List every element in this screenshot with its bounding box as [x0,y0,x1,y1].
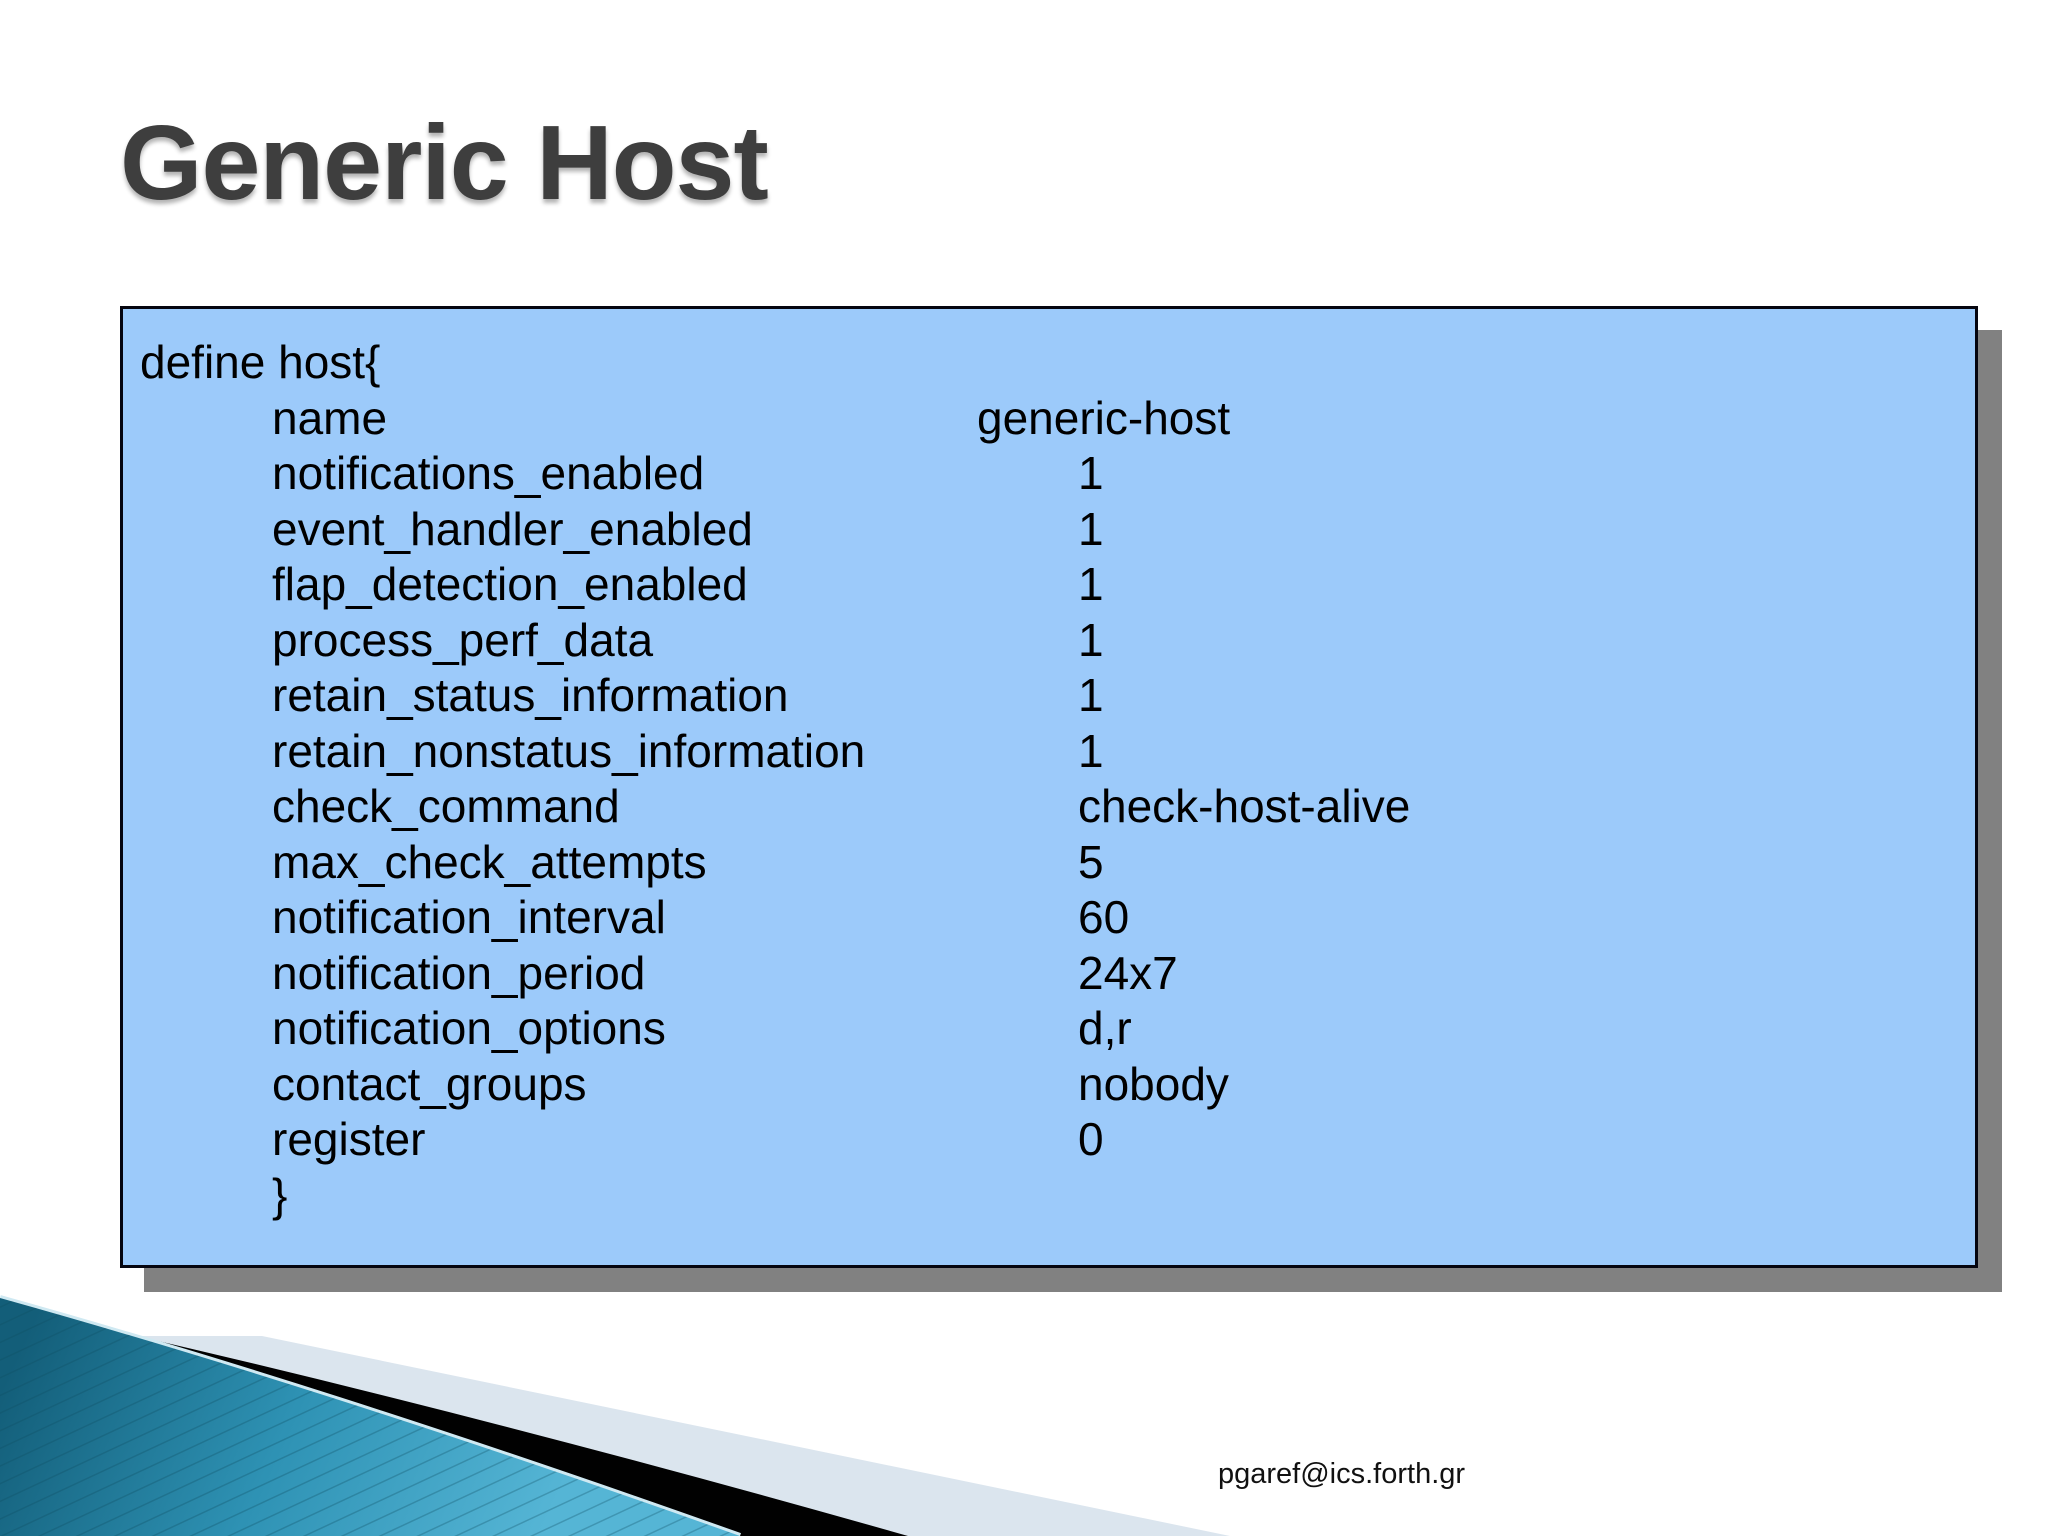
teal-wedge-pinstripes [0,1298,740,1536]
config-key: flap_detection_enabled [272,558,748,610]
config-key: name [272,391,388,444]
config-row: contact_groups nobody [140,1057,1975,1113]
config-key: event_handler_enabled [272,502,753,555]
config-row: check_command check-host-alive [140,779,1975,835]
config-row: notification_period 24x7 [140,946,1975,1002]
config-key: notification_interval [272,891,666,943]
config-value: check-host-alive [1078,780,1411,832]
config-value: 1 [1078,558,1104,610]
code-line-closing-brace: } [272,1168,288,1221]
config-value: 0 [1078,1113,1104,1165]
code-line-define-host: define host{ [140,336,381,388]
config-key: process_perf_data [272,613,654,666]
config-row: name generic-host [140,391,1975,447]
wedge-highlight-line [0,1295,742,1536]
config-row: retain_status_information 1 [140,668,1975,724]
config-value: d,r [1078,1002,1132,1054]
config-row: notification_options d,r [140,1001,1975,1057]
config-key: notifications_enabled [272,447,705,499]
config-key: retain_nonstatus_information [272,724,866,777]
config-row: flap_detection_enabled 1 [140,557,1975,613]
config-key: notification_period [272,946,646,999]
pale-triangle-shape [0,1336,1230,1536]
config-key: register [272,1113,426,1165]
config-key: max_check_attempts [272,835,707,888]
teal-wedge-shape [0,1298,740,1536]
config-row: process_perf_data 1 [140,613,1975,669]
config-value: 1 [1078,613,1104,666]
config-row: notification_interval 60 [140,890,1975,946]
page-title: Generic Host [120,104,769,222]
config-key: notification_options [272,1002,666,1054]
config-row: max_check_attempts 5 [140,835,1975,891]
config-row: notifications_enabled 1 [140,446,1975,502]
config-value: 1 [1078,502,1104,555]
config-value: 1 [1078,724,1104,777]
config-key: retain_status_information [272,669,789,721]
config-value: 24x7 [1078,946,1178,999]
config-key: check_command [272,780,620,832]
config-value: 1 [1078,447,1104,499]
config-value: nobody [1078,1057,1229,1110]
config-value: 60 [1078,891,1130,943]
config-row: retain_nonstatus_information 1 [140,724,1975,780]
config-value: 1 [1078,669,1104,721]
config-row: register 0 [140,1112,1975,1168]
config-value: generic-host [977,391,1231,444]
config-key: contact_groups [272,1057,587,1110]
black-stripe-shape [0,1305,908,1536]
config-row: event_handler_enabled 1 [140,502,1975,558]
footer-email: pgaref@ics.forth.gr [1218,1458,1466,1490]
config-value: 5 [1078,835,1104,888]
